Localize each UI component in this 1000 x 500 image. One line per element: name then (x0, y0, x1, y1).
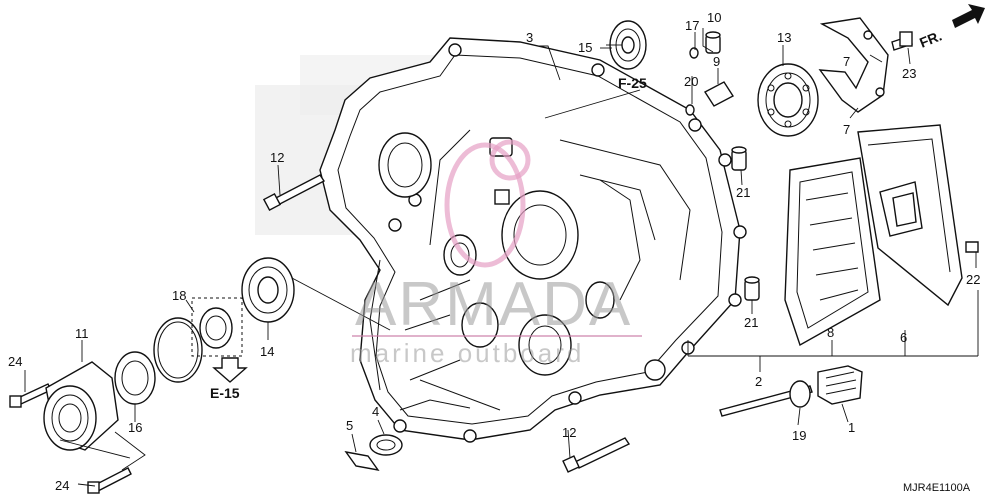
bearing-15 (609, 20, 647, 70)
ref-e15[interactable]: E-15 (210, 385, 240, 401)
leader-lines (24, 28, 979, 487)
part-label-21-bottom: 21 (744, 315, 758, 330)
o-ring (153, 317, 203, 383)
part-label-12-left: 12 (270, 150, 284, 165)
ref-front: FR. (917, 27, 944, 50)
part-label-3: 3 (526, 30, 533, 45)
front-direction-arrow (952, 4, 985, 28)
part-label-20: 20 (684, 74, 698, 89)
watermark-tagline: marine outboard (350, 338, 584, 368)
part-label-18: 18 (172, 288, 186, 303)
part-label-7-bottom: 7 (843, 122, 850, 137)
part-label-13: 13 (777, 30, 791, 45)
part-label-15: 15 (578, 40, 592, 55)
bearing-13 (757, 63, 819, 137)
part-label-22: 22 (966, 272, 980, 287)
part-label-7-top: 7 (843, 54, 850, 69)
part-label-23: 23 (902, 66, 916, 81)
cover-plate-6 (857, 124, 963, 307)
part-4 (369, 434, 403, 456)
part-label-16: 16 (128, 420, 142, 435)
part-label-8: 8 (827, 325, 834, 340)
o-ring-19 (789, 380, 811, 408)
part-label-1: 1 (848, 420, 855, 435)
part-label-11: 11 (75, 326, 89, 341)
dipstick-1 (719, 365, 863, 417)
part-label-9: 9 (713, 54, 720, 69)
gasket-8 (784, 157, 881, 347)
ref-f25[interactable]: F-25 (618, 75, 647, 91)
gear-18 (191, 297, 243, 357)
case-cover-3 (319, 37, 747, 443)
seal-16 (114, 351, 156, 405)
watermark-brand: ARMADA (355, 270, 632, 339)
part-label-2: 2 (755, 374, 762, 389)
bearing-14 (241, 257, 295, 323)
part-label-6: 6 (900, 330, 907, 345)
housing-11 (43, 361, 119, 451)
part-label-21-top: 21 (736, 185, 750, 200)
part-label-12-bottom: 12 (562, 425, 576, 440)
part-label-19: 19 (792, 428, 806, 443)
diagram-code: MJR4E1100A (903, 482, 971, 494)
part-label-10: 10 (707, 10, 721, 25)
part-label-24-top: 24 (8, 354, 22, 369)
part-label-14: 14 (260, 344, 274, 359)
part-label-5: 5 (346, 418, 353, 433)
part-5 (344, 451, 380, 471)
part-label-24-bottom: 24 (55, 478, 69, 493)
e15-arrow (212, 357, 248, 383)
bolts (9, 31, 979, 494)
watermark: ARMADA marine outboard (350, 139, 642, 368)
bracket-7 (818, 17, 889, 113)
part-label-4: 4 (372, 404, 379, 419)
part-label-17: 17 (685, 18, 699, 33)
